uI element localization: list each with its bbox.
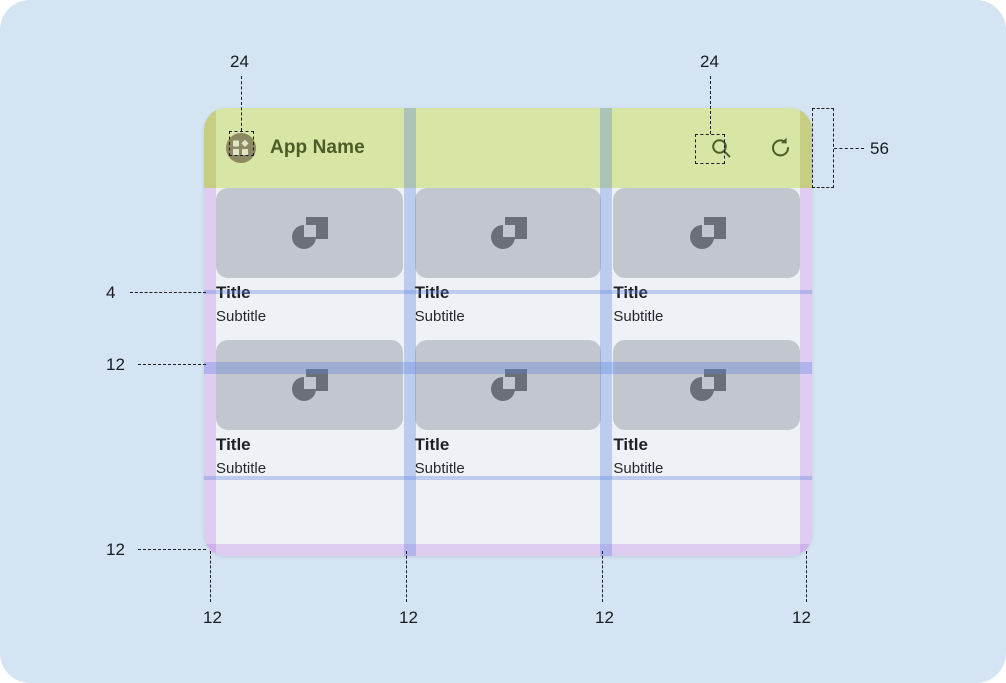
card[interactable]: Title Subtitle <box>613 188 801 328</box>
annotation-leader-column-gap-2 <box>602 551 603 602</box>
annotation-label-logo-size: 24 <box>230 52 249 71</box>
card-text: Title Subtitle <box>216 278 403 328</box>
card-subtitle: Subtitle <box>613 460 664 477</box>
card-media <box>613 188 801 278</box>
card-row: Title Subtitle Title Subtitle <box>216 340 801 480</box>
card-text: Title Subtitle <box>414 278 602 328</box>
app-bar-actions <box>708 135 794 161</box>
annotation-leader-left-padding <box>210 551 211 602</box>
card-title: Title <box>414 283 450 302</box>
card-subtitle: Subtitle <box>216 460 267 477</box>
annotation-leader-bottom-padding <box>138 549 206 550</box>
image-placeholder-icon <box>292 369 329 401</box>
image-placeholder-icon <box>292 217 329 249</box>
card-subtitle: Subtitle <box>216 308 267 325</box>
annotation-label-left-padding: 12 <box>203 608 222 627</box>
annotation-box-appbar-height <box>812 108 834 188</box>
card-subtitle: Subtitle <box>414 308 465 325</box>
card-media <box>216 188 403 278</box>
card-grid: Title Subtitle Title Subtitle <box>204 188 812 556</box>
app-bar-leading: App Name <box>226 133 708 163</box>
search-icon[interactable] <box>708 135 734 161</box>
card-text: Title Subtitle <box>613 278 801 328</box>
app-bar: App Name <box>204 108 812 188</box>
card-title: Title <box>613 283 648 302</box>
card-title: Title <box>414 435 450 454</box>
image-placeholder-icon <box>491 217 527 249</box>
card-text: Title Subtitle <box>613 430 801 480</box>
card[interactable]: Title Subtitle <box>414 188 602 328</box>
card[interactable]: Title Subtitle <box>613 340 801 480</box>
refresh-icon[interactable] <box>768 135 794 161</box>
card-title: Title <box>613 435 648 454</box>
app-title: App Name <box>270 137 365 158</box>
card-media <box>414 188 602 278</box>
annotation-leader-media-title-gap <box>130 292 206 293</box>
card-media <box>414 340 602 430</box>
annotation-label-column-gap-1: 12 <box>399 608 418 627</box>
image-placeholder-icon <box>491 369 527 401</box>
card-title: Title <box>216 283 251 302</box>
image-placeholder-icon <box>689 217 726 249</box>
annotation-label-media-title-gap: 4 <box>106 283 116 302</box>
card-subtitle: Subtitle <box>414 460 465 477</box>
annotation-label-right-padding: 12 <box>792 608 811 627</box>
card-subtitle: Subtitle <box>613 308 664 325</box>
annotation-leader-column-gap-1 <box>406 551 407 602</box>
card-text: Title Subtitle <box>216 430 403 480</box>
annotation-label-appbar-height: 56 <box>870 139 889 158</box>
annotation-label-column-gap-2: 12 <box>595 608 614 627</box>
app-frame: App Name <box>204 108 812 556</box>
card[interactable]: Title Subtitle <box>216 340 403 480</box>
card-title: Title <box>216 435 251 454</box>
annotation-label-row-gap: 12 <box>106 355 125 374</box>
card-text: Title Subtitle <box>414 430 602 480</box>
image-placeholder-icon <box>689 369 726 401</box>
card-media <box>216 340 403 430</box>
annotation-leader-appbar-height <box>834 148 864 149</box>
card-media <box>613 340 801 430</box>
annotation-label-search-size: 24 <box>700 52 719 71</box>
annotation-leader-right-padding <box>806 551 807 602</box>
annotation-leader-row-gap <box>138 364 206 365</box>
card[interactable]: Title Subtitle <box>414 340 602 480</box>
app-logo-icon[interactable] <box>226 133 256 163</box>
card-row: Title Subtitle Title Subtitle <box>216 188 801 328</box>
card[interactable]: Title Subtitle <box>216 188 403 328</box>
annotation-label-bottom-padding: 12 <box>106 540 125 559</box>
